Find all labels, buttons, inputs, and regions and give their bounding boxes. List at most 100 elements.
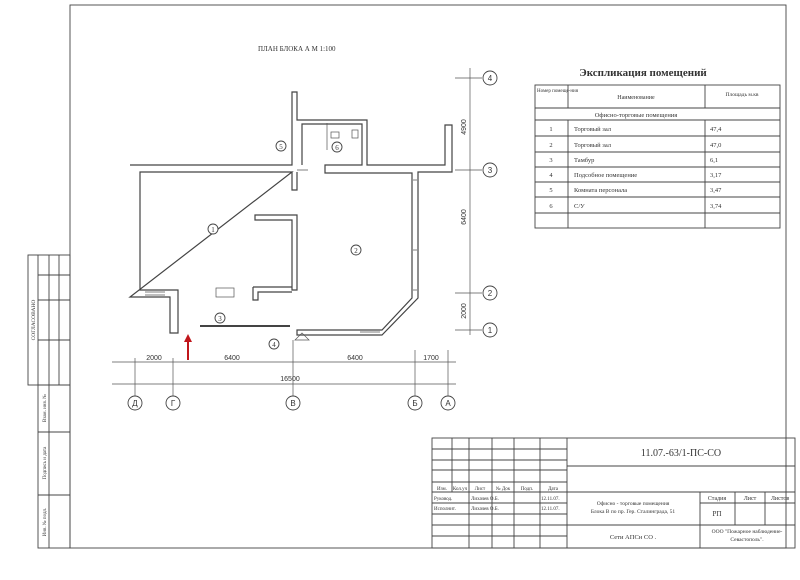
explication-cell-name: Торговый зал xyxy=(574,142,612,149)
svg-text:1: 1 xyxy=(211,226,215,234)
signer-date: 12.11.07. xyxy=(541,497,560,502)
svg-text:Б: Б xyxy=(412,399,417,408)
signature-date-label: Подпись и дата xyxy=(43,446,48,479)
svg-text:2: 2 xyxy=(488,289,493,298)
explication-cell-n: 3 xyxy=(549,157,552,164)
header-name: Наименование xyxy=(617,95,655,101)
explication-cell-name: Подсобное помещение xyxy=(574,172,637,179)
hdr-list: Лист xyxy=(475,487,486,492)
svg-text:3: 3 xyxy=(488,166,493,175)
svg-text:6400: 6400 xyxy=(224,355,240,362)
hdr-doc: № Док xyxy=(496,486,511,492)
internal-wall xyxy=(254,214,298,291)
replaced-inv-label: Взам. инв. № xyxy=(42,394,48,422)
description-line1: Офисно - торговые помещения xyxy=(597,500,670,507)
signer-date: 12.11.07. xyxy=(541,507,560,512)
svg-text:1700: 1700 xyxy=(423,355,439,362)
company-line2: Севастополь". xyxy=(730,537,764,543)
axis-2: 2 xyxy=(482,285,498,301)
horizontal-dimension-chain: 2000 6400 6400 1700 16500 Д Г В Б А xyxy=(112,340,456,411)
hdr-izm: Изм. xyxy=(437,487,447,492)
signer-name: Лихачев О.Б. xyxy=(471,507,499,512)
room-3-label: 3 xyxy=(214,312,226,324)
sheets-label: Листов xyxy=(771,496,789,502)
counter xyxy=(215,287,235,298)
explication-title: Экспликация помещений xyxy=(579,67,707,79)
window-marks xyxy=(145,179,417,333)
explication-cell-area: 3,47 xyxy=(710,187,722,194)
explication-cell-area: 6,1 xyxy=(710,157,718,164)
storage-wall xyxy=(252,286,292,301)
svg-text:В: В xyxy=(290,399,295,408)
svg-text:Г: Г xyxy=(171,399,176,408)
explication-cell-area: 3,17 xyxy=(710,172,722,179)
axis-3: 3 xyxy=(482,162,498,178)
room-6-label: 6 xyxy=(331,141,343,153)
explication-cell-name: Тамбур xyxy=(574,157,594,164)
explication-cell-n: 5 xyxy=(549,187,552,194)
axis-G: Г xyxy=(165,395,181,411)
svg-text:6: 6 xyxy=(335,144,339,152)
doc-code: 11.07.-63/1-ПС-СО xyxy=(641,448,721,459)
entrance-mark xyxy=(294,332,310,341)
header-area: Площадь м.кв xyxy=(726,92,759,98)
signer-role: Руковод. xyxy=(434,497,452,502)
explication-cell-area: 47,4 xyxy=(710,126,722,133)
entrance-arrow xyxy=(184,334,192,360)
room-5-label: 5 xyxy=(275,140,287,152)
svg-text:3: 3 xyxy=(218,315,222,323)
axis-1: 1 xyxy=(482,322,498,338)
explication-table: Номер помеще-ния Наименование Площадь м.… xyxy=(534,84,781,229)
explication-cell-name: Торговый зал xyxy=(574,126,612,133)
toilet xyxy=(330,131,340,139)
agreed-label: СОГЛАСОВАНО xyxy=(31,300,37,341)
explication-cell-n: 2 xyxy=(549,142,552,149)
signer-name: Лихачев О.Б. xyxy=(471,497,499,502)
plan-title: ПЛАН БЛОКА А М 1:100 xyxy=(258,45,336,53)
title-block: 11.07.-63/1-ПС-СО Изм. Кол.уч Лист № Док… xyxy=(431,437,796,549)
sink xyxy=(351,129,359,139)
original-inv-label: Инв. № подл. xyxy=(42,508,48,537)
svg-text:2000: 2000 xyxy=(146,355,162,362)
sheet-frame xyxy=(69,4,787,549)
company-line1: ООО "Пожарное наблюдение- xyxy=(712,528,783,535)
svg-text:4900: 4900 xyxy=(461,119,468,135)
vertical-dimension-chain: 4900 6400 2000 4 3 2 1 xyxy=(455,68,498,338)
explication-cell-area: 47,0 xyxy=(710,142,721,149)
side-approval-strip: СОГЛАСОВАНО Взам. инв. № Подпись и дата … xyxy=(27,254,71,549)
svg-text:2: 2 xyxy=(354,247,358,255)
svg-text:А: А xyxy=(445,399,451,408)
room-2-label: 2 xyxy=(350,244,362,256)
svg-text:16500: 16500 xyxy=(280,376,300,383)
sheet-label: Лист xyxy=(744,496,757,502)
svg-text:Д: Д xyxy=(132,399,138,408)
signer-role: Исполнит. xyxy=(434,507,456,512)
explication-cell-n: 1 xyxy=(549,126,552,133)
room-labels: 1 2 3 4 5 6 xyxy=(207,140,362,350)
svg-text:6400: 6400 xyxy=(347,355,363,362)
stage-label: Стадия xyxy=(708,496,727,502)
svg-text:1: 1 xyxy=(488,326,493,335)
explication-cell-name: С/У xyxy=(574,203,585,210)
axis-V: В xyxy=(285,395,301,411)
axis-D: Д xyxy=(127,395,143,411)
explication-cell-area: 3,74 xyxy=(710,203,722,210)
room-1-label: 1 xyxy=(207,223,219,235)
axis-A: А xyxy=(440,395,456,411)
room-4-label: 4 xyxy=(268,338,280,350)
svg-text:4: 4 xyxy=(272,341,276,349)
svg-text:4: 4 xyxy=(488,74,493,83)
axis-4: 4 xyxy=(482,70,498,86)
svg-text:6400: 6400 xyxy=(461,209,468,225)
hdr-kol: Кол.уч xyxy=(453,487,468,492)
exterior-wall xyxy=(130,91,453,336)
floor-plan xyxy=(128,91,453,341)
hdr-sign: Подп. xyxy=(521,487,533,492)
stage-value: РП xyxy=(713,510,722,518)
section-label: Офисно-торговые помещения xyxy=(595,112,678,119)
header-number: Номер помеще-ния xyxy=(537,89,579,94)
svg-text:5: 5 xyxy=(279,143,283,151)
hdr-date: Дата xyxy=(548,487,559,492)
